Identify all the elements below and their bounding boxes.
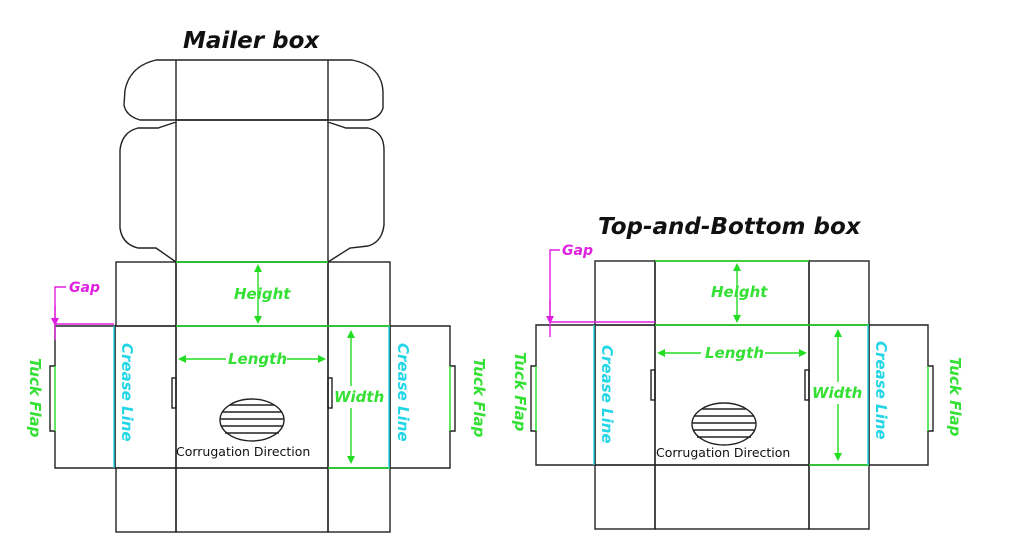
tb-front-panel: [654, 464, 810, 530]
tb-tuck-flap-left-label: Tuck Flap: [511, 352, 529, 432]
tb-corrugation-icon: [691, 402, 757, 446]
tb-top-left-flap: [594, 260, 656, 326]
mailer-bottom-right-flap: [327, 467, 391, 533]
mailer-tuck-flap-right-label: Tuck Flap: [470, 358, 488, 438]
mailer-right-dust-flap: [327, 261, 391, 327]
mailer-gap-marker: [54, 286, 66, 322]
mailer-bottom-left-flap: [115, 467, 177, 533]
tb-length-label: Length: [705, 344, 764, 362]
mailer-box-title: Mailer box: [183, 28, 320, 54]
mailer-height-label: Height: [234, 285, 291, 303]
mailer-lock-slot-left: [171, 377, 177, 409]
mailer-left-tuck-flap: [49, 325, 116, 469]
top-bottom-box-title: Top-and-Bottom box: [598, 214, 862, 240]
tb-bottom-right-flap: [808, 464, 870, 530]
mailer-left-dust-flap: [115, 261, 177, 327]
tb-lock-slot-left: [650, 369, 656, 401]
mailer-lid-tuck-panel: [123, 59, 384, 121]
tb-gap-marker: [549, 249, 560, 318]
mailer-crease-line-left-label: Crease Line: [118, 343, 136, 442]
mailer-front-panel: [175, 467, 329, 533]
tb-crease-line-right-label: Crease Line: [872, 341, 890, 440]
mailer-length-label: Length: [228, 350, 287, 368]
mailer-right-tuck-flap: [389, 325, 456, 469]
tb-bottom-left-flap: [594, 464, 656, 530]
mailer-gap-label: Gap: [69, 280, 100, 296]
tb-crease-line-left-label: Crease Line: [598, 345, 616, 444]
mailer-lock-slot-right: [327, 377, 333, 409]
mailer-crease-line-right-label: Crease Line: [394, 343, 412, 442]
tb-right-tuck-flap: [868, 324, 934, 466]
tb-tuck-flap-right-label: Tuck Flap: [946, 357, 964, 437]
mailer-box-diagram: Mailer box: [26, 28, 488, 533]
mailer-width-label: Width: [334, 388, 384, 406]
tb-corrugation-label: Corrugation Direction: [656, 445, 790, 460]
top-bottom-box-diagram: Top-and-Bottom box Height: [511, 214, 964, 530]
tb-top-right-flap: [808, 260, 870, 326]
mailer-corrugation-label: Corrugation Direction: [176, 444, 310, 459]
tb-height-label: Height: [711, 283, 768, 301]
mailer-lid-panel: [119, 119, 385, 263]
mailer-tuck-flap-left-label: Tuck Flap: [26, 358, 44, 438]
tb-lock-slot-right: [804, 369, 810, 401]
mailer-corrugation-icon: [219, 398, 285, 442]
tb-width-label: Width: [812, 384, 862, 402]
tb-left-tuck-flap: [530, 324, 596, 466]
tb-gap-label: Gap: [562, 243, 593, 259]
